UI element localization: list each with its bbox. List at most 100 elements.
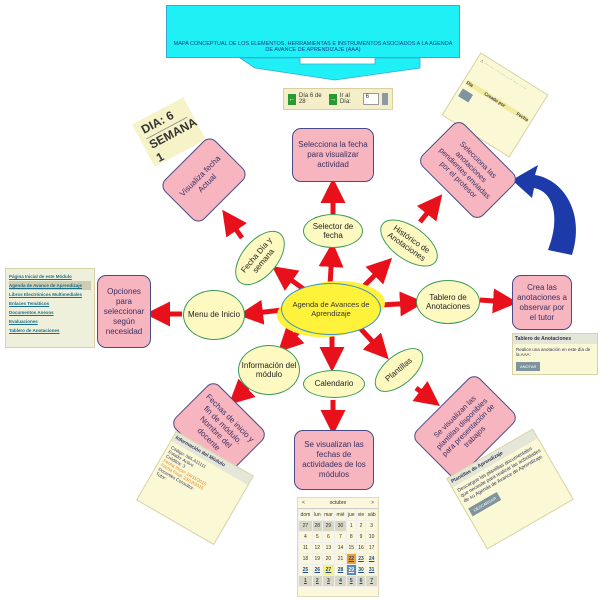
node-tablero: Tablero de Anotaciones xyxy=(416,280,480,324)
box-selector-text: Selecciona la fecha para visualizar acti… xyxy=(298,140,368,169)
calendar-day[interactable]: 6 xyxy=(355,575,367,587)
node-calendario: Calendario xyxy=(303,370,365,398)
weekday-header: mar xyxy=(321,509,336,521)
calendar-day[interactable]: 2 xyxy=(311,575,323,587)
menu-item[interactable]: Página Inicial de este Módulo xyxy=(9,274,72,279)
title-banner: MAPA CONCEPTUAL DE LOS ELEMENTOS, HERRAM… xyxy=(166,5,460,58)
next-month-button[interactable]: > xyxy=(371,500,374,506)
node-info: Información del módulo xyxy=(238,345,300,395)
calendar-day[interactable]: 14 xyxy=(334,542,347,554)
calendar-day[interactable]: 31 xyxy=(365,564,378,576)
day-label: Día 6 de 28 xyxy=(298,93,322,105)
weekday-header: lun xyxy=(311,509,323,521)
calendar-day[interactable]: 26 xyxy=(311,564,323,576)
go-button[interactable] xyxy=(381,93,388,105)
box-calendario-text: Se visualizan las fechas de actividades … xyxy=(302,440,366,479)
calendar-day[interactable]: 20 xyxy=(321,553,336,565)
calendar-day[interactable]: 23 xyxy=(355,553,367,565)
weekday-header: vie xyxy=(355,509,367,521)
box-tablero-text: Crea las anotaciones a observar por el t… xyxy=(517,282,567,322)
calendar-day[interactable]: 5 xyxy=(345,575,357,587)
calendar-day[interactable]: 10 xyxy=(365,531,378,543)
prev-day-icon[interactable]: ← xyxy=(288,93,296,105)
calendar-day[interactable]: 28 xyxy=(334,564,347,576)
calendar-day[interactable]: 3 xyxy=(321,575,336,587)
prev-month-button[interactable]: < xyxy=(302,500,305,506)
node-tablero-label: Tablero de Anotaciones xyxy=(425,292,471,311)
box-menu: Opciones para seleccionar según necesida… xyxy=(97,275,151,348)
node-menu: Menu de Inicio xyxy=(183,290,245,340)
curved-blue-arrow xyxy=(512,165,577,255)
tablero-widget: Tablero de Anotaciones Realice una anota… xyxy=(512,333,598,375)
node-selector: Selector de fecha xyxy=(303,214,363,248)
calendar-day[interactable]: 16 xyxy=(355,542,367,554)
calendar-day[interactable]: 25 xyxy=(298,564,313,576)
menu-item[interactable]: Libros Electrónicos Multimediales xyxy=(9,292,83,297)
calendar-day[interactable]: 21 xyxy=(334,553,347,565)
historico-button[interactable] xyxy=(458,88,474,103)
calendar-day[interactable]: 17 xyxy=(365,542,378,554)
node-plantillas-label: Plantillas xyxy=(383,356,415,384)
calendar-day[interactable]: 28 xyxy=(311,520,323,532)
weekday-header: dom xyxy=(298,509,313,521)
box-menu-text: Opciones para seleccionar según necesida… xyxy=(103,286,145,336)
menu-item[interactable]: Enlaces Temáticos xyxy=(9,301,50,306)
next-day-icon[interactable]: → xyxy=(328,93,337,105)
menu-list-widget: Página Inicial de este Módulo Agenda de … xyxy=(5,268,95,348)
day-navigator-widget: ← Día 6 de 28 → Ir al Día: 6 xyxy=(283,88,393,110)
node-menu-label: Menu de Inicio xyxy=(187,310,241,320)
calendar-day[interactable]: 2 xyxy=(355,520,367,532)
calendar-day[interactable]: 12 xyxy=(311,542,323,554)
calendar-day[interactable]: 15 xyxy=(345,542,357,554)
weekday-header: jue xyxy=(345,509,357,521)
node-info-label: Información del módulo xyxy=(241,360,297,379)
calendar-day[interactable]: 6 xyxy=(321,531,336,543)
calendar-day[interactable]: 11 xyxy=(298,542,313,554)
calendar-day[interactable]: 5 xyxy=(311,531,323,543)
calendar-day[interactable]: 19 xyxy=(311,553,323,565)
central-cloud: Agenda de Avances de Aprendizaje xyxy=(281,283,381,335)
weekday-header: sáb xyxy=(365,509,378,521)
calendar-day[interactable]: 18 xyxy=(298,553,313,565)
menu-item[interactable]: Tablero de Anotaciones xyxy=(9,328,60,333)
calendar-day[interactable]: 29 xyxy=(345,564,357,576)
day-select[interactable]: 6 xyxy=(362,93,379,105)
calendar-day[interactable]: 29 xyxy=(321,520,336,532)
box-calendario: Se visualizan las fechas de actividades … xyxy=(294,430,374,490)
tablero-widget-title: Tablero de Anotaciones xyxy=(513,334,597,344)
center-text: Agenda de Avances de Aprendizaje xyxy=(292,300,370,318)
calendar-month: octubre xyxy=(329,500,347,506)
calendar-day[interactable]: 4 xyxy=(334,575,347,587)
calendar-day[interactable]: 30 xyxy=(355,564,367,576)
red-arrows xyxy=(145,178,518,435)
menu-item[interactable]: Evaluaciones xyxy=(9,319,38,324)
weekday-header: mié xyxy=(334,509,347,521)
calendar-day[interactable]: 7 xyxy=(334,531,347,543)
calendar-day[interactable]: 13 xyxy=(321,542,336,554)
calendar-day[interactable]: 30 xyxy=(334,520,347,532)
calendar-day[interactable]: 27 xyxy=(298,520,313,532)
calendar-day[interactable]: 4 xyxy=(298,531,313,543)
calendar-day[interactable]: 9 xyxy=(355,531,367,543)
node-selector-label: Selector de fecha xyxy=(312,221,354,240)
calendar-day[interactable]: 24 xyxy=(365,553,378,565)
anotar-button[interactable]: ANOTAR xyxy=(516,362,541,371)
goto-label: Ir al Día: xyxy=(339,93,351,105)
banner-down-arrow xyxy=(238,57,421,81)
banner-text: MAPA CONCEPTUAL DE LOS ELEMENTOS, HERRAM… xyxy=(173,41,453,53)
calendar-day[interactable]: 8 xyxy=(345,531,357,543)
calendar-day[interactable]: 1 xyxy=(345,520,357,532)
box-selector: Selecciona la fecha para visualizar acti… xyxy=(292,128,374,182)
calendar-day[interactable]: 3 xyxy=(365,520,378,532)
calendar-day[interactable]: 1 xyxy=(298,575,313,587)
tablero-widget-text: Realice una anotación en este día de la … xyxy=(516,347,591,357)
calendar-day[interactable]: 22 xyxy=(345,553,357,565)
menu-item[interactable]: Documentos Anexos xyxy=(9,310,54,315)
calendar-day[interactable]: 27 xyxy=(321,564,336,576)
node-calendario-label: Calendario xyxy=(314,379,354,389)
calendar-day[interactable]: 7 xyxy=(365,575,378,587)
menu-item[interactable]: Agenda de Avance de Aprendizaje xyxy=(9,281,91,290)
